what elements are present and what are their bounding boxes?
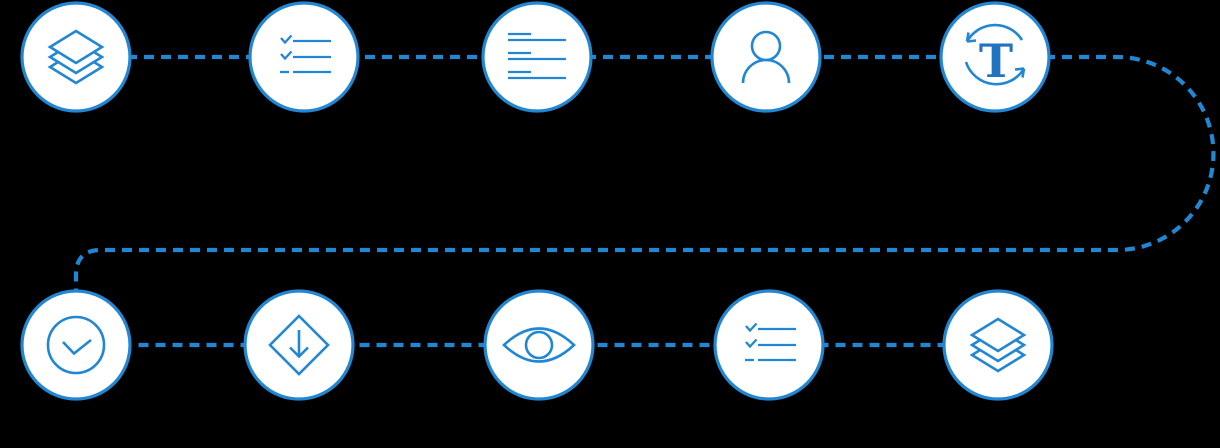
node-eye: [483, 289, 595, 401]
node-text-refresh: T: [939, 1, 1051, 113]
check-circle-icon: [46, 315, 106, 375]
letter-t: T: [979, 34, 1013, 88]
node-circle: [483, 289, 595, 401]
node-text-lines: [481, 1, 593, 113]
user-icon: [741, 30, 791, 84]
eye-icon: [502, 327, 576, 363]
node-circle: [939, 1, 1051, 113]
node-circle: [20, 289, 132, 401]
node-user: [710, 1, 822, 113]
download-diamond-icon: [268, 314, 330, 376]
text-refresh-icon: T: [964, 23, 1026, 88]
node-check-circle: [20, 289, 132, 401]
node-layers-bottom: [942, 289, 1054, 401]
node-download-diamond: [243, 289, 355, 401]
text-lines-icon: [508, 32, 566, 80]
node-layers-top: [20, 1, 132, 113]
connector-dashed-line: [73, 54, 1216, 348]
node-checklist-bottom: [713, 289, 825, 401]
node-checklist-top: [248, 1, 360, 113]
node-circle: [481, 1, 593, 113]
node-circle: [710, 1, 822, 113]
